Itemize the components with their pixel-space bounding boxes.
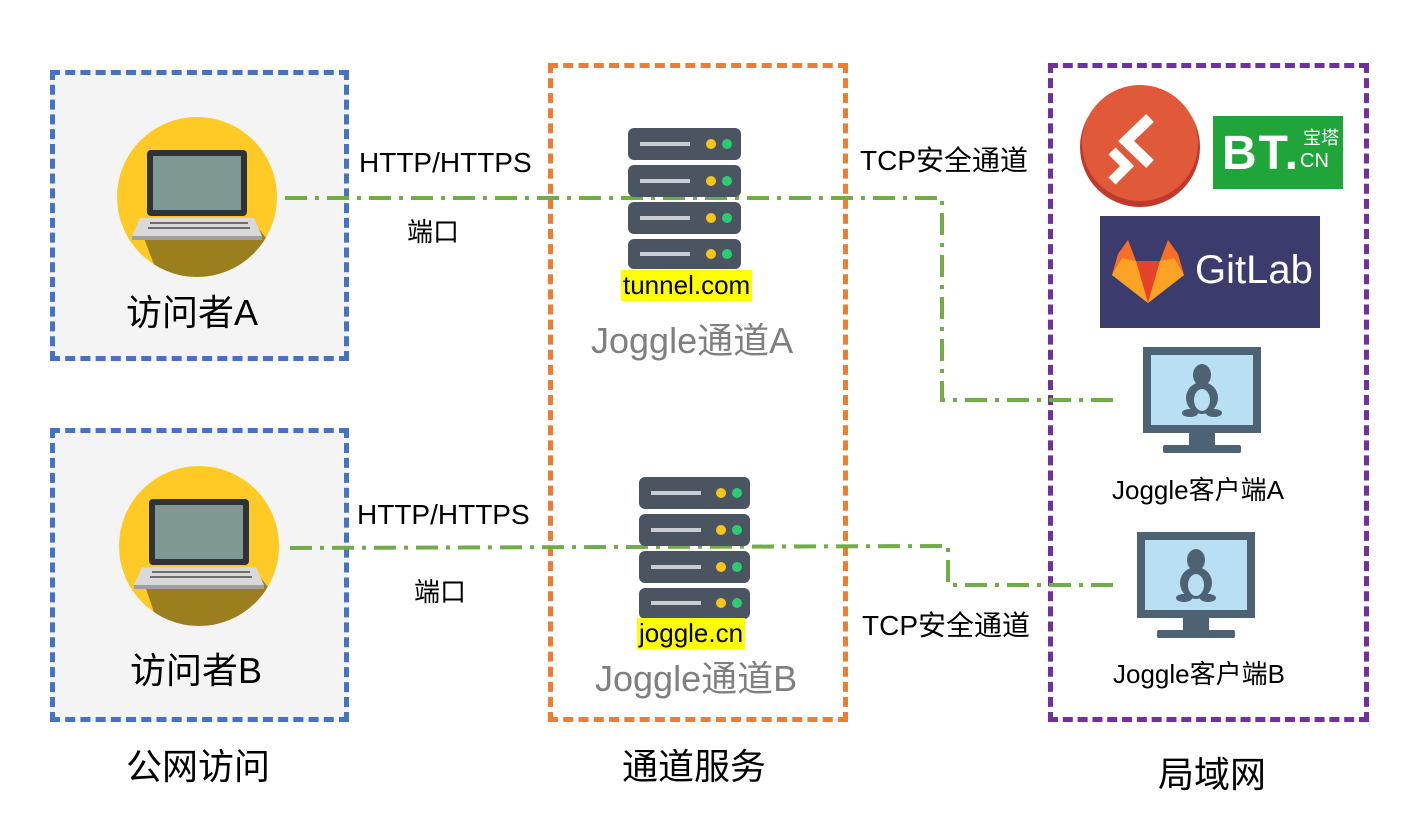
remote-desktop-icon <box>1080 85 1200 207</box>
visitor-b-label: 访问者B <box>130 650 263 691</box>
server-b-domain: joggle.cn <box>637 618 746 649</box>
protocol-label-a: HTTP/HTTPS <box>359 147 532 178</box>
linux-monitor-icon-b <box>1137 532 1255 638</box>
laptop-icon-a <box>117 117 277 277</box>
server-a-name: Joggle通道A <box>591 320 794 361</box>
group-caption-tunnel: 通道服务 <box>622 746 767 787</box>
protocol-label-b: HTTP/HTTPS <box>357 499 530 530</box>
server-b-name: Joggle通道B <box>595 658 798 699</box>
bt-logo-main: BT. <box>1222 127 1300 180</box>
link-line-b <box>289 543 1118 587</box>
bt-panel-icon <box>1213 116 1343 189</box>
linux-monitor-icon-a <box>1143 347 1261 453</box>
port-label-b: 端口 <box>414 577 467 607</box>
laptop-icon-b <box>119 466 279 626</box>
server-a-domain: tunnel.com <box>621 270 753 301</box>
port-label-a: 端口 <box>407 217 460 247</box>
bt-logo-sub: 宝塔 <box>1303 128 1339 148</box>
link-line-a <box>285 196 1118 402</box>
visitor-a-label: 访问者A <box>126 292 259 333</box>
client-b-label: Joggle客户端B <box>1113 659 1285 689</box>
tcp-label-a: TCP安全通道 <box>860 145 1029 176</box>
tcp-label-b: TCP安全通道 <box>862 610 1031 641</box>
server-icon-b <box>639 477 750 619</box>
server-icon-a <box>628 128 741 269</box>
gitlab-icon <box>1100 216 1320 328</box>
gitlab-logo-text: GitLab <box>1195 248 1313 292</box>
group-caption-public: 公网访问 <box>126 746 271 787</box>
bt-logo-cn: CN <box>1300 150 1329 172</box>
client-a-label: Joggle客户端A <box>1112 475 1284 505</box>
group-caption-lan: 局域网 <box>1158 754 1267 795</box>
